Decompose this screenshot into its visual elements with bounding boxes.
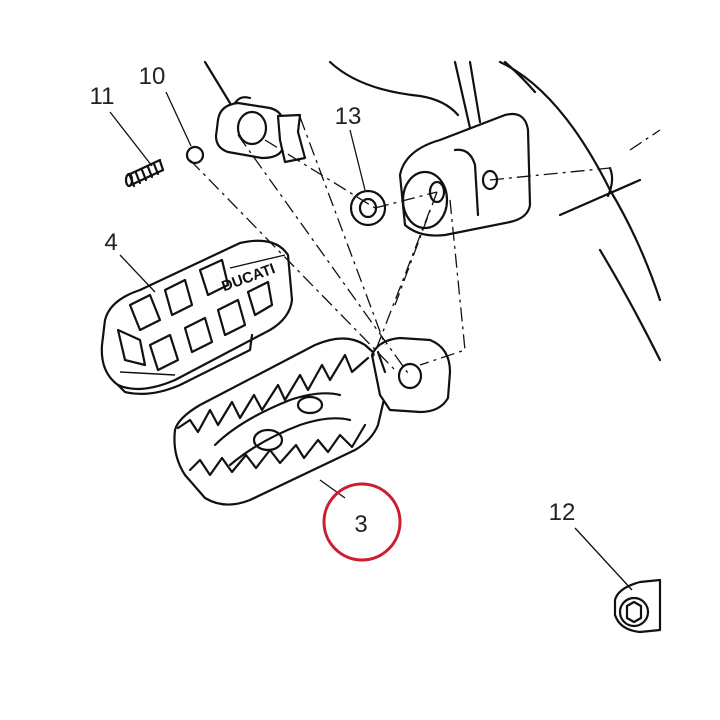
leader-10 — [165, 91, 192, 147]
rubber-pad-4: DUCATI — [100, 239, 294, 395]
callout-13: 13 — [335, 103, 362, 130]
o-ring-10 — [185, 145, 205, 165]
frame-bracket — [328, 60, 662, 362]
leader-11 — [109, 111, 153, 167]
assembly-lines — [189, 116, 661, 377]
spring-11 — [124, 158, 165, 188]
leader-12 — [574, 527, 633, 591]
leader-4 — [119, 254, 156, 293]
callout-11: 11 — [90, 83, 115, 110]
highlight-circle — [322, 482, 402, 562]
callout-10: 10 — [139, 63, 166, 90]
footpeg-3 — [173, 336, 452, 506]
bolt-12 — [613, 578, 662, 634]
pivot-bushing — [203, 60, 307, 164]
pivot-bracket — [398, 112, 532, 237]
leader-lines — [109, 91, 633, 591]
leader-3 — [319, 479, 346, 499]
callout-4: 4 — [104, 229, 117, 256]
leader-13 — [349, 129, 366, 191]
callout-12: 12 — [549, 499, 576, 526]
washer-13 — [349, 189, 387, 227]
callout-3: 3 — [354, 511, 367, 538]
